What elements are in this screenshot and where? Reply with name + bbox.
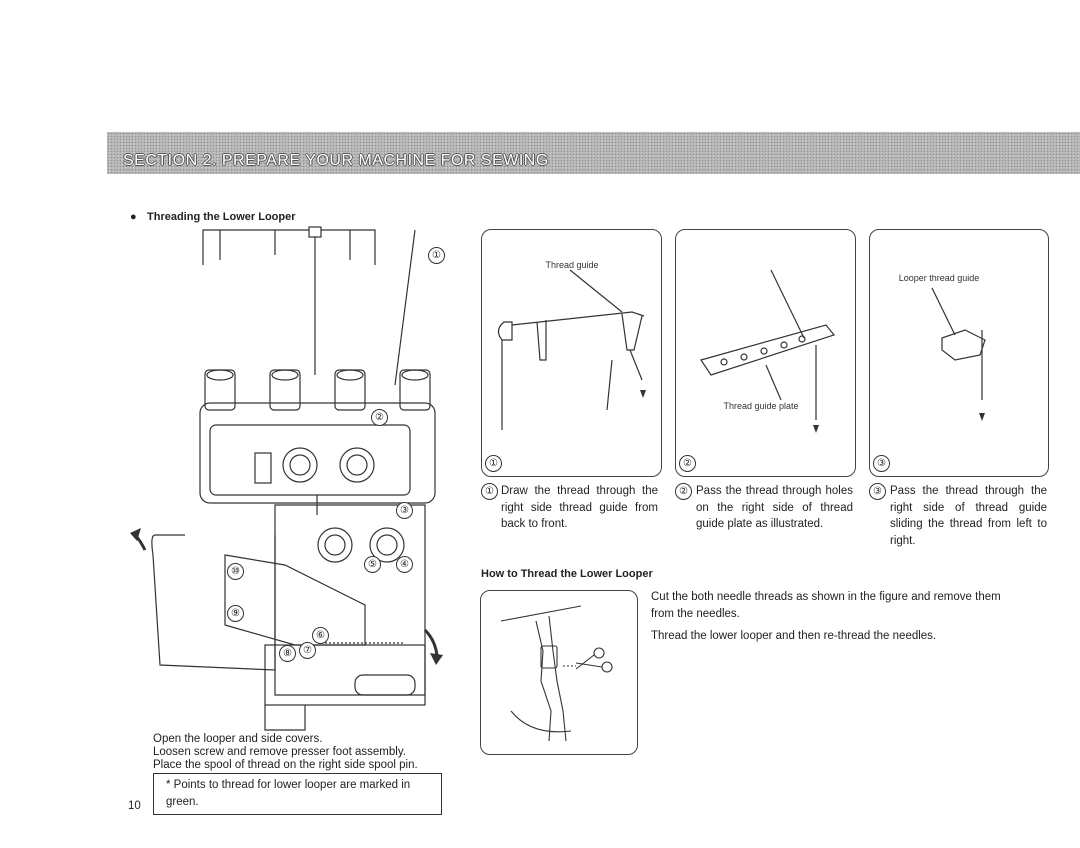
section-title: SECTION 2. PREPARE YOUR MACHINE FOR SEWI… xyxy=(123,152,549,169)
thread-guide-plate-drawing xyxy=(700,269,836,433)
marker-7: ⑦ xyxy=(299,642,316,659)
section-banner: SECTION 2. PREPARE YOUR MACHINE FOR SEWI… xyxy=(107,132,1080,174)
caption-line-3: Place the spool of thread on the right s… xyxy=(153,759,418,771)
page-number: 10 xyxy=(128,800,141,812)
looper-thread-guide-drawing xyxy=(931,287,986,421)
step-1-text-number: ① xyxy=(481,483,498,500)
marker-9: ⑨ xyxy=(227,605,244,622)
heading-bullet: ● xyxy=(130,211,137,223)
marker-3: ③ xyxy=(396,502,413,519)
step-1-text: Draw the thread through the right side t… xyxy=(501,485,658,530)
step-2-panel: Thread guide plate ② xyxy=(675,229,856,477)
step-2-number: ② xyxy=(679,455,696,472)
caption-line-2: Loosen screw and remove presser foot ass… xyxy=(153,746,406,758)
step-3-text-number: ③ xyxy=(869,483,886,500)
marker-4: ④ xyxy=(396,556,413,573)
section-heading: Threading the Lower Looper xyxy=(147,211,296,223)
note-box: * Points to thread for lower looper are … xyxy=(153,773,442,815)
machine-illustration xyxy=(130,226,443,731)
how-to-paragraph-1: Cut the both needle threads as shown in … xyxy=(651,591,1001,620)
step-1-label: Thread guide xyxy=(545,260,599,270)
marker-2: ② xyxy=(371,409,388,426)
marker-1: ① xyxy=(428,247,445,264)
step-3-panel: Looper thread guide ③ xyxy=(869,229,1049,477)
step-2-text-number: ② xyxy=(675,483,692,500)
marker-5: ⑤ xyxy=(364,556,381,573)
step-3-label: Looper thread guide xyxy=(898,273,980,283)
step-1-panel: Thread guide ① xyxy=(481,229,662,477)
step-2-label: Thread guide plate xyxy=(723,401,799,411)
needle-figure-panel xyxy=(480,590,638,755)
step-1-number: ① xyxy=(485,455,502,472)
step-2-text: Pass the thread through holes on the rig… xyxy=(696,485,853,530)
needle-cut-drawing xyxy=(500,605,613,742)
caption-line-1: Open the looper and side covers. xyxy=(153,733,323,745)
marker-6: ⑥ xyxy=(312,627,329,644)
thread-guide-drawing xyxy=(497,269,646,430)
note-text: * Points to thread for lower looper are … xyxy=(166,779,411,808)
marker-10: ⑩ xyxy=(227,563,244,580)
how-to-paragraph-2: Thread the lower looper and then re-thre… xyxy=(651,630,937,642)
step-3-text: Pass the thread through the right side o… xyxy=(890,485,1047,547)
marker-8: ⑧ xyxy=(279,645,296,662)
step-3-number: ③ xyxy=(873,455,890,472)
how-to-heading: How to Thread the Lower Looper xyxy=(481,568,653,580)
